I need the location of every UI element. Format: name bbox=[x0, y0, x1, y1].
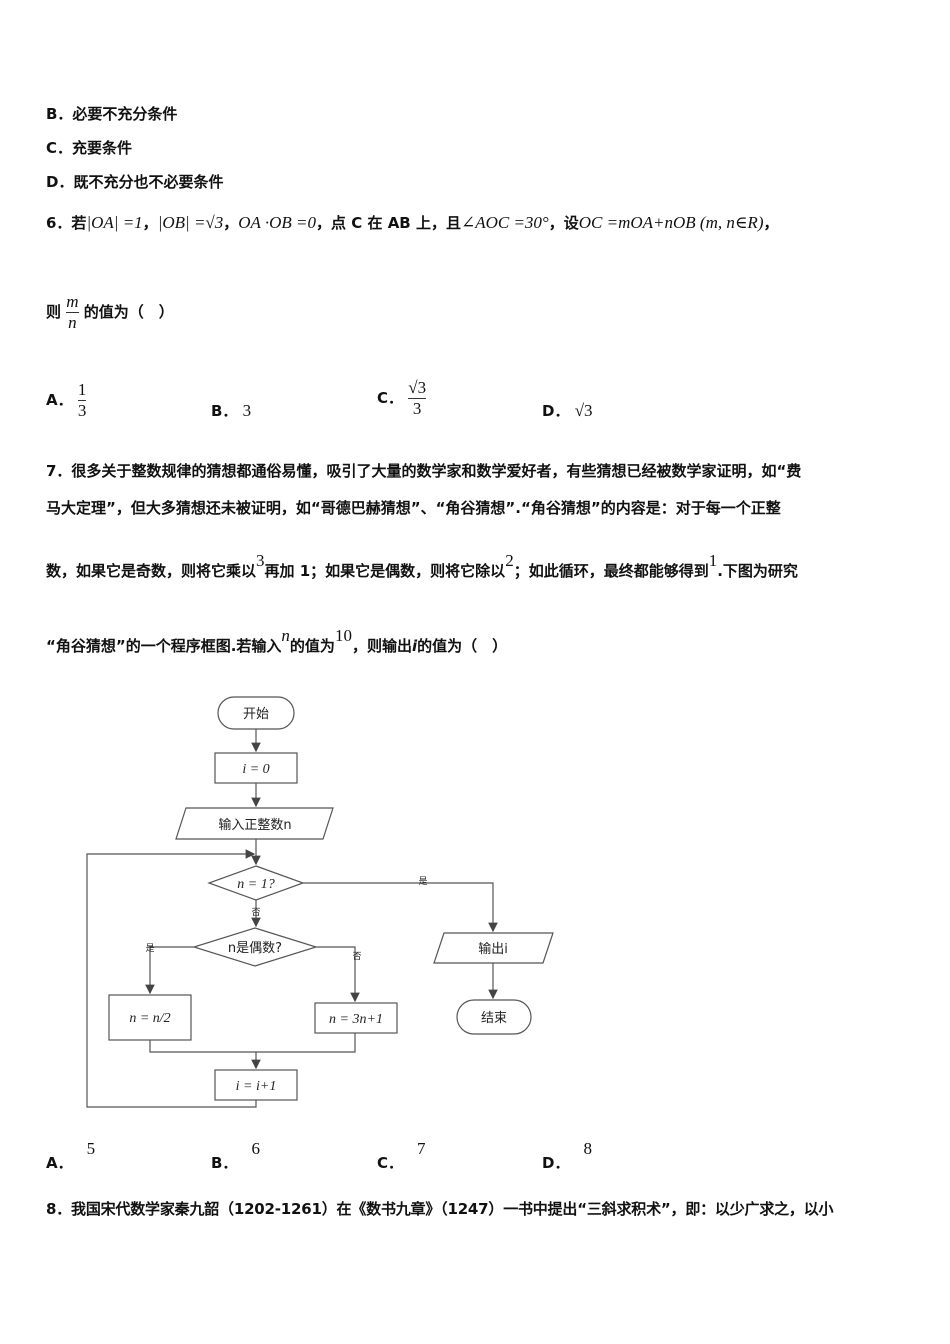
q6-ob: |OB| =√3 bbox=[157, 213, 224, 232]
q7-option-a: A． 5 bbox=[46, 1138, 96, 1172]
q7-option-c: C． 7 bbox=[377, 1138, 426, 1172]
q6-text3: ， bbox=[763, 214, 779, 232]
q7-option-d: D． 8 bbox=[542, 1138, 592, 1172]
q7-line2: 马大定理”，但大多猜想还未被证明，如“哥德巴赫猜想”、“角谷猜想”.“角谷猜想”… bbox=[46, 499, 781, 517]
flow-cond2-label: n是偶数? bbox=[228, 941, 282, 956]
flow-end-shape bbox=[456, 999, 532, 1035]
q6-question: 则 m n 的值为（ ） bbox=[46, 292, 174, 333]
option-value: 7 bbox=[417, 1139, 426, 1158]
q6-oa: |OA| =1 bbox=[86, 213, 143, 232]
q6-angle: ∠AOC =30° bbox=[460, 213, 549, 232]
flow-input-shape bbox=[175, 807, 334, 840]
q7-num-1: 1 bbox=[708, 551, 718, 570]
q6-frac-den: n bbox=[68, 313, 77, 332]
flow-even-label: n = n/2 bbox=[129, 1011, 170, 1026]
flow-cond2-shape bbox=[191, 927, 319, 967]
q7-var-i: i bbox=[411, 637, 418, 655]
flow-odd-shape bbox=[314, 1002, 398, 1034]
q6-text1: ，点 C 在 AB 上，且 bbox=[316, 214, 461, 232]
q6-frac-num: m bbox=[66, 292, 79, 311]
q5-option-c: C．充要条件 bbox=[46, 139, 133, 157]
option-label: B． bbox=[211, 1154, 238, 1172]
frac-num: √3 bbox=[408, 378, 427, 397]
option-value: 8 bbox=[583, 1139, 592, 1158]
q8-line1: 8．我国宋代数学家秦九韶（1202-1261）在《数书九章》（1247）一书中提… bbox=[46, 1200, 834, 1218]
flow-end-label: 结束 bbox=[481, 1011, 507, 1026]
q7-line4-a: “角谷猜想”的一个程序框图.若输入 bbox=[46, 637, 282, 655]
q6-expr: OC =mOA+nOB (m, n∈R) bbox=[578, 213, 764, 232]
q6-line2-suffix: 的值为（ ） bbox=[83, 303, 174, 321]
option-value: 6 bbox=[251, 1139, 260, 1158]
q7-line4: “角谷猜想”的一个程序框图.若输入n的值为10，则输出i的值为（ ） bbox=[46, 626, 508, 656]
q7-option-b: B． 6 bbox=[211, 1138, 260, 1172]
q7-line3: 数，如果它是奇数，则将它乘以3再加 1；如果它是偶数，则将它除以2；如此循环，最… bbox=[46, 551, 798, 581]
option-label: D． bbox=[542, 1154, 570, 1172]
option-label: C． bbox=[377, 1154, 404, 1172]
q6-dot: OA ·OB =0 bbox=[238, 213, 317, 232]
q5-option-b: B．必要不充分条件 bbox=[46, 105, 178, 123]
q7-var-n: n bbox=[281, 626, 290, 645]
q7-line4-d: 的值为（ ） bbox=[417, 637, 508, 655]
flow-init-label: i = 0 bbox=[242, 762, 269, 777]
flow-odd-label: n = 3n+1 bbox=[329, 1012, 383, 1027]
q6-line2-prefix: 则 bbox=[46, 303, 62, 321]
flow-input-label: 输入正整数n bbox=[218, 817, 291, 833]
q7-line1: 7．很多关于整数规律的猜想都通俗易懂，吸引了大量的数学家和数学爱好者，有些猜想已… bbox=[46, 462, 802, 480]
flow-no2-label: 否 bbox=[352, 951, 361, 962]
flow-start-label: 开始 bbox=[243, 707, 269, 722]
q7-line3-c: ；如此循环，最终都能够得到 bbox=[513, 562, 709, 580]
q6-fraction: m n bbox=[66, 292, 79, 333]
q7-line3-b: 再加 1；如果它是偶数，则将它除以 bbox=[264, 562, 506, 580]
q6-option-b: B． 3 bbox=[211, 400, 251, 421]
q7-value-10: 10 bbox=[334, 626, 352, 645]
option-label: B． bbox=[211, 402, 238, 420]
option-label: A． bbox=[46, 1154, 73, 1172]
q5-option-d: D．既不充分也不必要条件 bbox=[46, 173, 224, 191]
flow-incr-label: i = i+1 bbox=[236, 1079, 277, 1094]
q7-num-2: 2 bbox=[505, 551, 514, 570]
q7-line3-d: .下图为研究 bbox=[717, 562, 798, 580]
option-value: √3 bbox=[574, 401, 593, 420]
frac-den: 3 bbox=[77, 401, 87, 420]
option-label: D． bbox=[542, 402, 570, 420]
option-value: 5 bbox=[86, 1139, 96, 1158]
option-value: 3 bbox=[242, 401, 252, 420]
q6-stem: 6．若|OA| =1，|OB| =√3，OA ·OB =0，点 C 在 AB 上… bbox=[46, 213, 779, 232]
flow-yes2-label: 是 bbox=[145, 943, 154, 954]
q7-line4-c: ，则输出 bbox=[351, 637, 412, 655]
q6-number: 6．若 bbox=[46, 214, 87, 232]
q7-line4-b: 的值为 bbox=[289, 637, 335, 655]
option-label: C． bbox=[377, 389, 404, 407]
flow-no1-label: 否 bbox=[251, 907, 260, 918]
q7-num-3: 3 bbox=[256, 551, 265, 570]
flow-yes1-label: 是 bbox=[418, 876, 427, 887]
q6-option-d: D． √3 bbox=[542, 400, 593, 421]
flow-output-shape bbox=[433, 932, 554, 964]
frac-den: 3 bbox=[412, 399, 422, 418]
q7-line3-a: 数，如果它是奇数，则将它乘以 bbox=[46, 562, 257, 580]
flow-cond1-label: n = 1? bbox=[237, 877, 274, 892]
option-label: A． bbox=[46, 391, 73, 409]
frac-num: 1 bbox=[77, 380, 87, 399]
flow-output-label: 输出i bbox=[478, 941, 508, 957]
q6-text2: ，设 bbox=[548, 214, 579, 232]
